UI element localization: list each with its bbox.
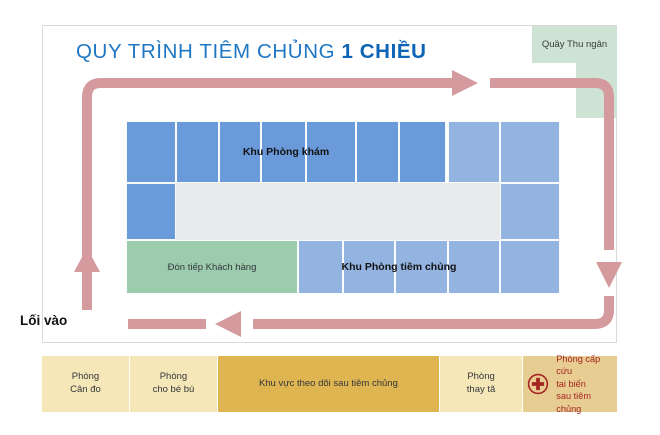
post-vaccination-observation-area: Khu vực theo dõi sau tiêm chủng [217,356,440,412]
cashier-zone-top [532,26,617,63]
page-title-normal: QUY TRÌNH TIÊM CHỦNG [76,40,342,63]
cashier-zone: Quầy Thu ngân [532,26,617,118]
exam-room-cell [399,121,446,183]
vaccination-room-cell [448,240,500,294]
vaccination-room-cell [500,121,560,183]
vaccination-room-cell [395,240,448,294]
exam-room-cell [176,121,219,183]
page-title-emphasis: 1 CHIỀU [341,40,427,63]
rooms-strip: Phòng Cân đo Phòng cho bé bú Khu vực the… [42,353,617,414]
vaccination-room-cell [500,240,560,294]
vaccination-room-cell [500,183,560,240]
cashier-zone-stem [576,63,617,118]
exam-room-cell [306,121,356,183]
room-emergency-label: Phòng cấp cứu tai biến sau tiêm chủng [556,353,601,414]
reception-area [126,240,298,294]
entrance-label: Lối vào [20,313,68,328]
vaccination-room-cell [298,240,343,294]
medical-cross-icon [528,373,549,395]
room-weighing: Phòng Cân đo [42,356,130,412]
exam-room-cell [219,121,261,183]
page-title: QUY TRÌNH TIÊM CHỦNG 1 CHIỀU [76,40,427,64]
exam-room-cell [126,121,176,183]
exam-room-cell [126,183,176,240]
vaccination-room-cell [448,121,500,183]
cashier-label: Quầy Thu ngân [541,39,608,50]
floor-plan: Khu Phòng khám Đón tiếp Khách hàng Khu P… [126,121,560,294]
room-emergency: Phòng cấp cứu tai biến sau tiêm chủng [523,353,617,414]
corridor-area [176,183,500,240]
room-diaper-change: Phòng thay tã [439,356,524,412]
exam-room-cell [356,121,399,183]
room-breastfeeding: Phòng cho bé bú [129,356,218,412]
vaccination-room-cell [343,240,395,294]
exam-room-cell [261,121,306,183]
